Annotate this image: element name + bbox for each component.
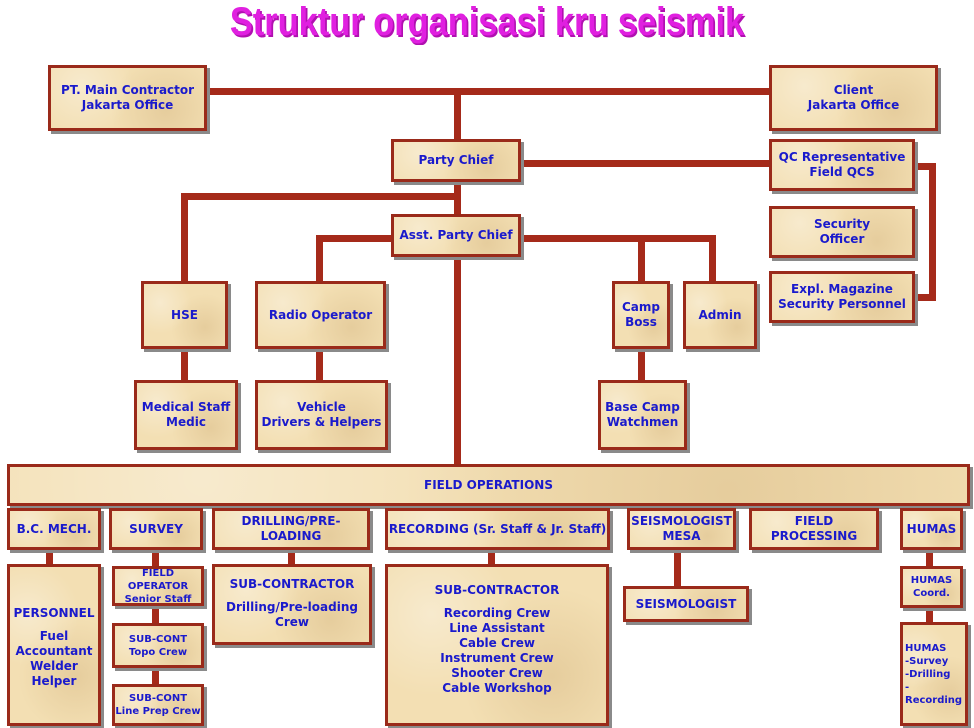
connector-line (454, 256, 461, 466)
connector-line (914, 163, 936, 170)
connector-line (929, 163, 936, 301)
connector-line (520, 235, 716, 242)
security-officer-box: Security Officer (769, 206, 915, 258)
recording-subcontractor-box: SUB-CONTRACTOR Recording Crew Line Assis… (385, 564, 609, 726)
drilling-sub-title: SUB-CONTRACTOR (229, 577, 355, 591)
qc-representative-box: QC Representative Field QCS (769, 139, 915, 191)
page-title: Struktur organisasi kru seismik (229, 0, 745, 44)
field-operator-box: FIELD OPERATOR Senior Staff (112, 566, 204, 606)
base-camp-box: Base Camp Watchmen (598, 380, 687, 450)
personnel-list: Fuel Accountant Welder Helper (15, 628, 93, 688)
connector-line (709, 235, 716, 283)
admin-box: Admin (683, 281, 757, 349)
survey-box: SURVEY (109, 508, 203, 550)
connector-line (288, 548, 295, 566)
recording-box: RECORDING (Sr. Staff & Jr. Staff) (385, 508, 610, 550)
recording-sub-title: SUB-CONTRACTOR (434, 583, 560, 597)
party-chief-box: Party Chief (391, 139, 521, 182)
connector-line (638, 235, 645, 283)
connector-line (46, 548, 53, 566)
recording-sub-list: Recording Crew Line Assistant Cable Crew… (440, 606, 554, 695)
bc-mech-box: B.C. MECH. (7, 508, 101, 550)
seismologist-box: SEISMOLOGIST (623, 586, 749, 622)
connector-line (638, 348, 645, 382)
connector-line (181, 193, 461, 200)
seismologist-mesa-box: SEISMOLOGIST MESA (627, 508, 736, 550)
field-operations-box: FIELD OPERATIONS (7, 464, 970, 506)
vehicle-drivers-box: Vehicle Drivers & Helpers (255, 380, 388, 450)
subcont-topo-box: SUB-CONT Topo Crew (112, 623, 204, 668)
humas-list-box: HUMAS -Survey -Drilling -Recording (900, 622, 968, 726)
personnel-title: PERSONNEL (13, 605, 95, 620)
connector-line (926, 548, 933, 568)
connector-line (520, 160, 772, 167)
connector-line (152, 603, 159, 625)
connector-line (454, 88, 461, 140)
connector-line (181, 193, 188, 283)
connector-line (206, 88, 772, 95)
asst-party-chief-box: Asst. Party Chief (391, 214, 521, 257)
radio-operator-box: Radio Operator (255, 281, 386, 349)
personnel-box: PERSONNEL Fuel Accountant Welder Helper (7, 564, 101, 726)
connector-line (152, 666, 159, 686)
connector-line (316, 348, 323, 382)
connector-line (926, 606, 933, 624)
main-contractor-box: PT. Main Contractor Jakarta Office (48, 65, 207, 131)
field-processing-box: FIELD PROCESSING (749, 508, 879, 550)
connector-line (181, 348, 188, 382)
drilling-box: DRILLING/PRE-LOADING (212, 508, 370, 550)
connector-line (152, 548, 159, 568)
drilling-subcontractor-box: SUB-CONTRACTOR Drilling/Pre-loading Crew (212, 564, 372, 645)
drilling-sub-detail: Drilling/Pre-loading Crew (226, 600, 358, 629)
camp-boss-box: Camp Boss (612, 281, 670, 349)
medical-staff-box: Medical Staff Medic (134, 380, 238, 450)
connector-line (674, 548, 681, 588)
hse-box: HSE (141, 281, 228, 349)
subcont-lineprep-box: SUB-CONT Line Prep Crew (112, 684, 204, 726)
client-box: Client Jakarta Office (769, 65, 938, 131)
connector-line (488, 548, 495, 566)
expl-magazine-box: Expl. Magazine Security Personnel (769, 271, 915, 323)
humas-coord-box: HUMAS Coord. (900, 566, 963, 608)
connector-line (316, 235, 323, 283)
humas-box: HUMAS (900, 508, 963, 550)
connector-line (316, 235, 394, 242)
connector-line (914, 294, 936, 301)
